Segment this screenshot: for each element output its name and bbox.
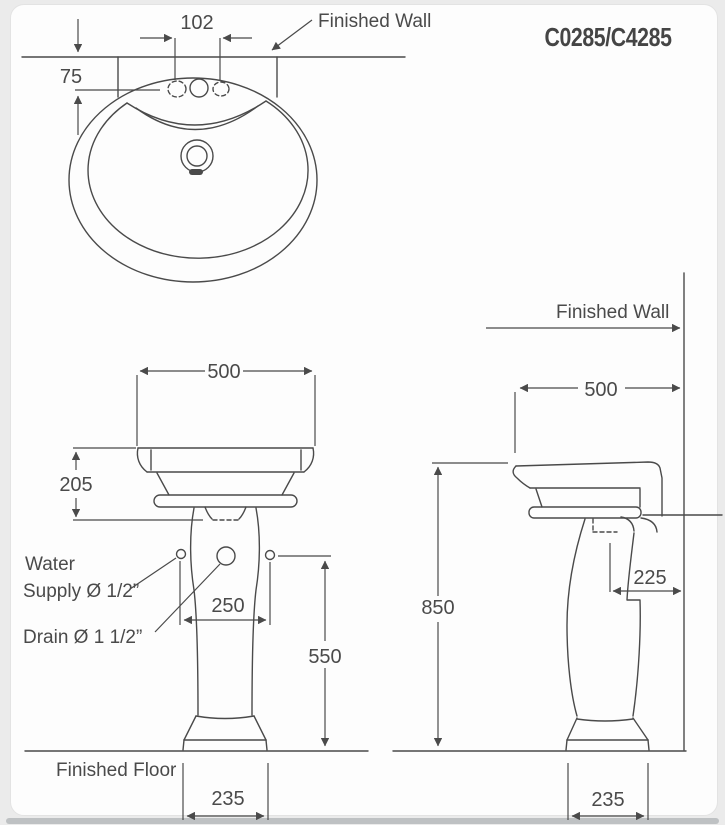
side-view: Finished Wall 500 850 225 [392,272,723,821]
bowl-underside-right [281,472,295,496]
pedestal-front-profile [566,518,586,717]
dim-500f-text: 500 [207,361,240,383]
pedestal-foot-sides-side [565,739,650,751]
drawing-sheet [10,4,718,816]
dim-75-text: 75 [60,66,82,88]
pedestal-foot-shoulder-side [576,718,634,722]
drain-inner-circle [186,145,208,167]
finished-wall-label-top: Finished Wall [318,11,431,32]
water-supply-label-line1: Water [25,554,76,575]
pedestal-foot-side-right [265,739,268,751]
pedestal-back-profile [626,532,641,717]
water-supply-label-line2: Supply Ø 1/2” [23,581,139,602]
basin-rim-front [512,465,531,489]
water-supply-leader [129,557,177,590]
finished-wall-leader [271,19,313,51]
dim-225-text: 225 [633,567,666,589]
trap-cover-curve [620,516,635,532]
drain-outer-circle [180,139,214,173]
basin-back-corner [640,517,658,533]
dim-235f-text: 235 [211,788,244,810]
pedestal-foot-flare-left [183,715,197,741]
faucet-deck-curve-inner [135,105,259,131]
drain-leader [154,563,221,633]
dim-500s-text: 500 [584,379,617,401]
pedestal-foot-flare-back [632,717,649,741]
pedestal-foot-side-left [182,739,185,751]
basin-back-plate [153,494,298,508]
trap-notch-left [204,506,213,520]
basin-plate-side [528,506,642,519]
pedestal-foot-shoulder [195,715,255,720]
basin-underside-taper [535,488,543,508]
bowl-rim-right [303,447,315,473]
model-number: C0285/C4285 [544,23,671,53]
sheet-bottom-edge [6,818,719,824]
dim-235s-text: 235 [591,789,624,811]
dim-550-text: 550 [308,646,341,668]
faucet-hole-center [189,78,209,98]
dim-102-text: 102 [180,12,213,34]
pedestal-foot-flare-front [566,717,578,741]
front-view: 500 205 Wate [23,361,369,821]
basin-inner-bowl [87,100,309,259]
dim-205-text: 205 [59,474,92,496]
trap-hidden-edges [592,518,618,533]
faucet-hole-left [167,80,187,98]
top-view: Finished Wall C0285/C4285 102 75 [21,11,672,283]
pedestal-left-edge [189,507,199,716]
supply-hole-left [175,548,187,560]
bowl-rim-left [136,447,148,473]
faucet-hole-right [212,81,230,97]
faucet-deck-curve-outer [126,100,267,126]
bowl-underside-left [156,472,170,496]
supply-hole-right [264,549,276,561]
dim-850-text: 850 [421,597,454,619]
drain-hole [216,546,236,566]
pedestal-right-edge [251,507,261,716]
finished-wall-label-side: Finished Wall [556,302,669,323]
basin-outer-rim [68,77,318,283]
pedestal-foot-flare-right [253,715,267,741]
dim-250-text: 250 [211,595,244,617]
drain-label: Drain Ø 1 1/2” [23,627,142,648]
trap-notch-right [238,506,247,520]
basin-top-and-back [515,461,663,517]
finished-floor-label: Finished Floor [56,760,177,781]
